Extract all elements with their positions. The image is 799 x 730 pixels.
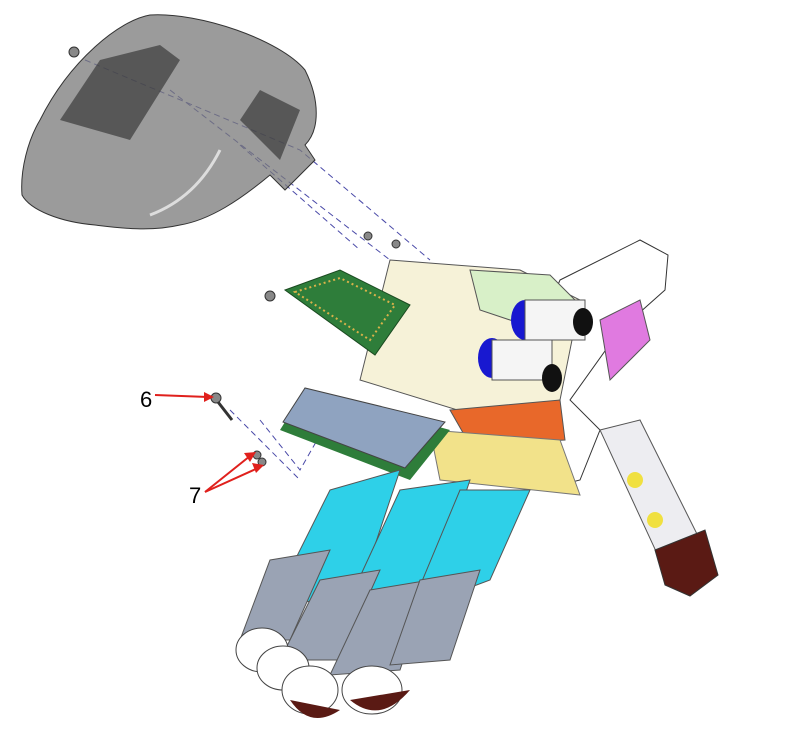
circuit-board (283, 269, 411, 356)
callout-label-7: 7 (189, 483, 202, 508)
callout-arrows (154, 392, 264, 493)
hand-cover-shell (21, 14, 317, 230)
thumb (599, 419, 719, 597)
fingers (235, 469, 531, 718)
battery-pack (280, 387, 450, 480)
screws (210, 231, 401, 467)
callout-label-6: 6 (140, 387, 153, 412)
motors (478, 299, 593, 392)
